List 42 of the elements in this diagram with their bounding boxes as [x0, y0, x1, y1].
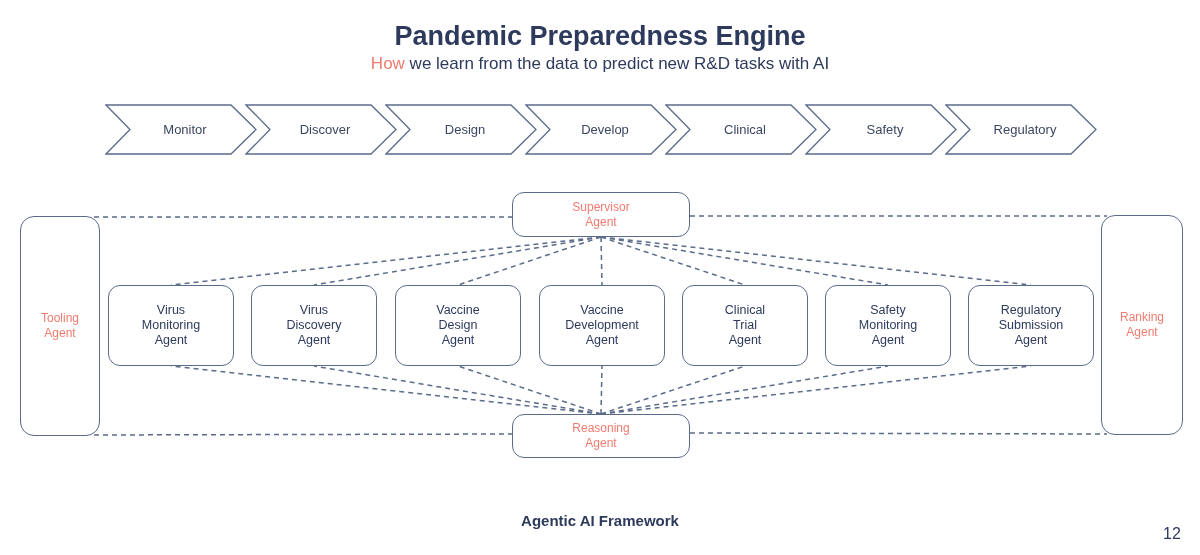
agent-label: Regulatory Submission Agent: [997, 303, 1065, 348]
stage-label: Safety: [865, 120, 905, 139]
page-number: 12: [1163, 524, 1181, 544]
agent-label: Supervisor Agent: [571, 199, 631, 230]
subtitle: How we learn from the data to predict new R&D tasks with AI: [369, 53, 831, 75]
connector-line: [600, 236, 603, 286]
stage-label: Discover: [298, 120, 352, 139]
stage-label: Monitor: [162, 120, 208, 139]
connector-line: [93, 216, 513, 218]
connector-line: [600, 236, 746, 286]
agent-box: [251, 285, 377, 366]
agent-label: Vaccine Development Agent: [564, 303, 640, 348]
agent-panel: [20, 216, 100, 436]
agent-box: [108, 285, 234, 366]
title: Pandemic Preparedness Engine: [393, 20, 807, 53]
agent-label: Virus Discovery Agent: [285, 303, 343, 348]
agent-box: [512, 414, 690, 458]
agent-label: Virus Monitoring Agent: [140, 303, 202, 348]
agent-label: Tooling Agent: [40, 311, 80, 341]
connector-line: [457, 236, 602, 286]
agent-box: [682, 285, 808, 366]
agent-box: [395, 285, 521, 366]
agent-label: Safety Monitoring Agent: [857, 303, 919, 348]
agent-label: Reasoning Agent: [571, 421, 631, 451]
agent-label: Clinical Trial Agent: [723, 303, 767, 348]
connector-line: [457, 365, 602, 415]
connector-line: [600, 365, 603, 415]
connector-line: [689, 215, 1108, 217]
connector-line: [600, 365, 746, 415]
agent-box: [968, 285, 1094, 366]
agent-label: Vaccine Design Agent: [435, 303, 481, 348]
stage-label: Clinical: [723, 120, 767, 139]
agent-label: Ranking Agent: [1119, 310, 1165, 340]
agent-box: [825, 285, 951, 366]
stage-label: Regulatory: [992, 120, 1058, 139]
stage-label: Design: [443, 120, 487, 139]
agent-box: [512, 192, 690, 237]
agent-panel: [1101, 215, 1183, 435]
connector-line: [93, 433, 513, 436]
stage-label: Develop: [580, 120, 630, 139]
connector-line: [689, 432, 1108, 435]
agent-box: [539, 285, 665, 366]
